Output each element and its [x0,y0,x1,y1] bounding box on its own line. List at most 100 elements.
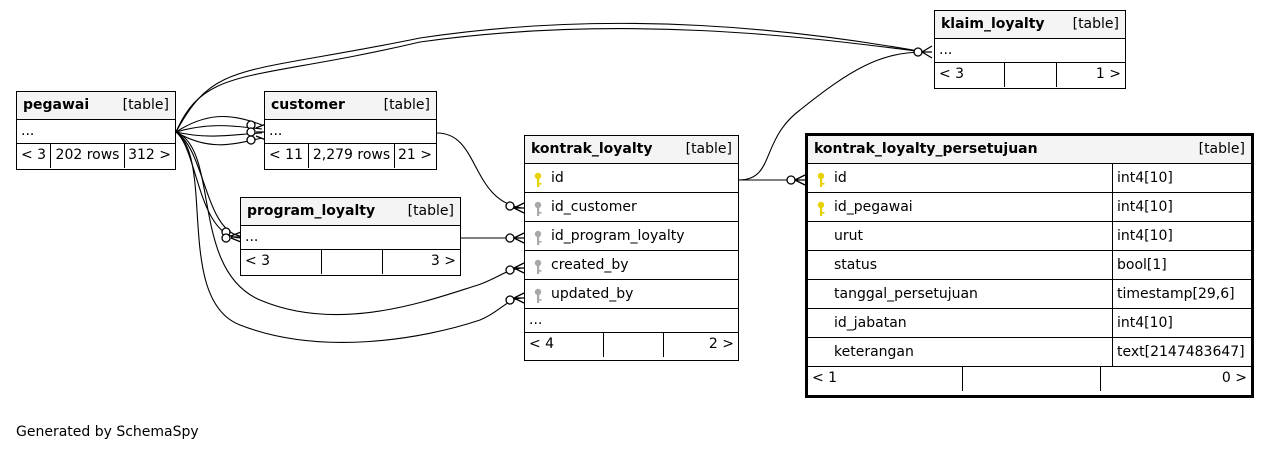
foreign-key-icon [534,288,542,303]
ellipsis-text: ... [939,42,953,58]
edge-customer-idcustomer [436,132,523,209]
foreign-key-icon [534,259,542,274]
column-name: id_pegawai [834,199,913,215]
footer-children[interactable]: 3 > [382,250,460,274]
column-row-updated-by[interactable]: updated_by [525,280,738,309]
ellipsis-text: ... [21,123,35,139]
table-footer: < 3 3 > [241,250,460,274]
table-name: customer [271,97,345,113]
crowfoot-program [221,227,242,243]
table-footer: < 4 2 > [525,333,738,357]
table-customer[interactable]: customer [table] ... < 11 2,279 rows 21 … [264,91,437,170]
footer-rows [321,250,382,274]
footer-rows: 2,279 rows [308,144,394,168]
footer-parents[interactable]: < 3 [21,147,47,163]
table-type: [table] [685,141,732,157]
table-ellipsis-row: ... [265,120,436,144]
table-name: klaim_loyalty [941,16,1045,32]
crowfoot-createdby [505,262,525,275]
column-datatype: bool[1] [1112,251,1251,279]
column-row-id-program-loyalty[interactable]: id_program_loyalty [525,222,738,251]
column-name: tanggal_persetujuan [834,286,978,302]
table-kontrak-loyalty[interactable]: kontrak_loyalty [table] id id_customer i… [524,135,739,361]
crowfoot-persetujuan [786,174,806,186]
edge-pegawai-program-b [175,131,241,239]
column-name: urut [834,228,863,244]
column-name: id_customer [551,199,637,215]
table-ellipsis-row: ... [935,39,1125,63]
edge-kontrak-klaim [738,51,925,181]
column-datatype: int4[10] [1112,309,1251,337]
footer-children[interactable]: 21 > [394,144,436,168]
table-type: [table] [383,97,430,113]
table-header: kontrak_loyalty [table] [525,136,738,164]
footer-parents[interactable]: < 11 [269,147,303,163]
table-footer: < 3 202 rows 312 > [17,144,175,168]
footer-children[interactable]: 312 > [124,144,175,168]
primary-key-icon [817,201,825,216]
footer-children[interactable]: 0 > [1100,367,1251,391]
column-name: id_jabatan [834,315,907,331]
footer-rows [1004,63,1056,87]
table-pegawai[interactable]: pegawai [table] ... < 3 202 rows 312 > [16,91,176,170]
foreign-key-icon [534,201,542,216]
edge-pegawai-klaim-2 [175,28,925,133]
column-datatype: timestamp[29,6] [1112,280,1251,308]
generated-by-credit: Generated by SchemaSpy [16,424,199,440]
column-name: keterangan [834,344,914,360]
footer-parents[interactable]: < 3 [939,66,965,82]
column-row-id[interactable]: id [525,164,738,193]
table-header: program_loyalty [table] [241,198,460,226]
table-type: [table] [407,203,454,219]
table-header: klaim_loyalty [table] [935,11,1125,39]
primary-key-icon [817,172,825,187]
crowfoot-klaim [913,45,933,59]
ellipsis-text: ... [529,312,543,328]
table-footer: < 11 2,279 rows 21 > [265,144,436,168]
column-row-id-customer[interactable]: id_customer [525,193,738,222]
footer-rows [962,367,1100,391]
footer-children[interactable]: 2 > [663,333,738,357]
footer-rows: 202 rows [50,144,124,168]
edge-pegawai-createdby [175,131,523,316]
column-row-id[interactable]: id int4[10] [808,164,1251,193]
column-datatype: int4[10] [1112,193,1251,221]
column-row-created-by[interactable]: created_by [525,251,738,280]
table-footer: < 1 0 > [808,367,1251,391]
column-row-status[interactable]: status bool[1] [808,251,1251,280]
footer-parents[interactable]: < 4 [529,336,555,352]
table-name: kontrak_loyalty [531,141,653,157]
footer-parents[interactable]: < 3 [245,253,271,269]
crowfoot-idcustomer [505,201,525,214]
table-name: program_loyalty [247,203,376,219]
table-ellipsis-row: ... [241,226,460,250]
table-ellipsis-row: ... [17,120,175,144]
footer-rows [603,333,663,357]
column-row-id-pegawai[interactable]: id_pegawai int4[10] [808,193,1251,222]
column-row-keterangan[interactable]: keterangan text[2147483647] [808,338,1251,367]
primary-key-icon [534,172,542,187]
ellipsis-text: ... [269,123,283,139]
column-datatype: int4[10] [1112,222,1251,250]
footer-parents[interactable]: < 1 [812,370,838,386]
column-name: id [834,170,847,186]
table-header: pegawai [table] [17,92,175,120]
table-program-loyalty[interactable]: program_loyalty [table] ... < 3 3 > [240,197,461,276]
column-datatype: text[2147483647] [1112,338,1251,366]
table-name: kontrak_loyalty_persetujuan [814,141,1038,157]
column-row-tanggal-persetujuan[interactable]: tanggal_persetujuan timestamp[29,6] [808,280,1251,309]
column-name: status [834,257,878,273]
table-header: kontrak_loyalty_persetujuan [table] [808,136,1251,164]
table-footer: < 3 1 > [935,63,1125,87]
table-type: [table] [122,97,169,113]
column-name: id [551,170,564,186]
crowfoot-updatedby [505,292,525,305]
column-row-id-jabatan[interactable]: id_jabatan int4[10] [808,309,1251,338]
column-row-urut[interactable]: urut int4[10] [808,222,1251,251]
table-klaim-loyalty[interactable]: klaim_loyalty [table] ... < 3 1 > [934,10,1126,89]
footer-children[interactable]: 1 > [1056,63,1125,87]
table-kontrak-loyalty-persetujuan[interactable]: kontrak_loyalty_persetujuan [table] id i… [805,133,1254,398]
column-name: created_by [551,257,629,273]
